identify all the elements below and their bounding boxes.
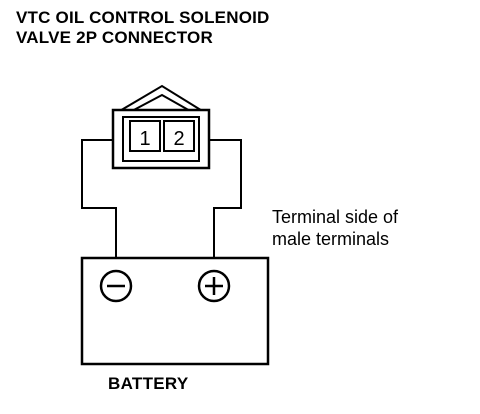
jumper-wires bbox=[81, 139, 242, 258]
battery-label: BATTERY bbox=[108, 374, 189, 393]
diagram-title: VTC OIL CONTROL SOLENOID VALVE 2P CONNEC… bbox=[16, 8, 270, 48]
wire-negative bbox=[81, 139, 117, 258]
note-line-2: male terminals bbox=[272, 229, 390, 249]
plus-icon bbox=[197, 269, 231, 303]
connector-latch bbox=[117, 84, 205, 113]
connector-pin-2: 2 bbox=[173, 128, 184, 150]
title-line-2: VALVE 2P CONNECTOR bbox=[16, 28, 213, 47]
title-line-1: VTC OIL CONTROL SOLENOID bbox=[16, 8, 270, 27]
terminal-side-note: Terminal side of male terminals bbox=[272, 206, 398, 250]
connector-pin-1: 1 bbox=[139, 128, 150, 150]
minus-icon bbox=[99, 269, 133, 303]
wire-positive bbox=[209, 139, 242, 258]
connector-housing bbox=[111, 108, 211, 170]
note-line-1: Terminal side of bbox=[272, 207, 399, 227]
